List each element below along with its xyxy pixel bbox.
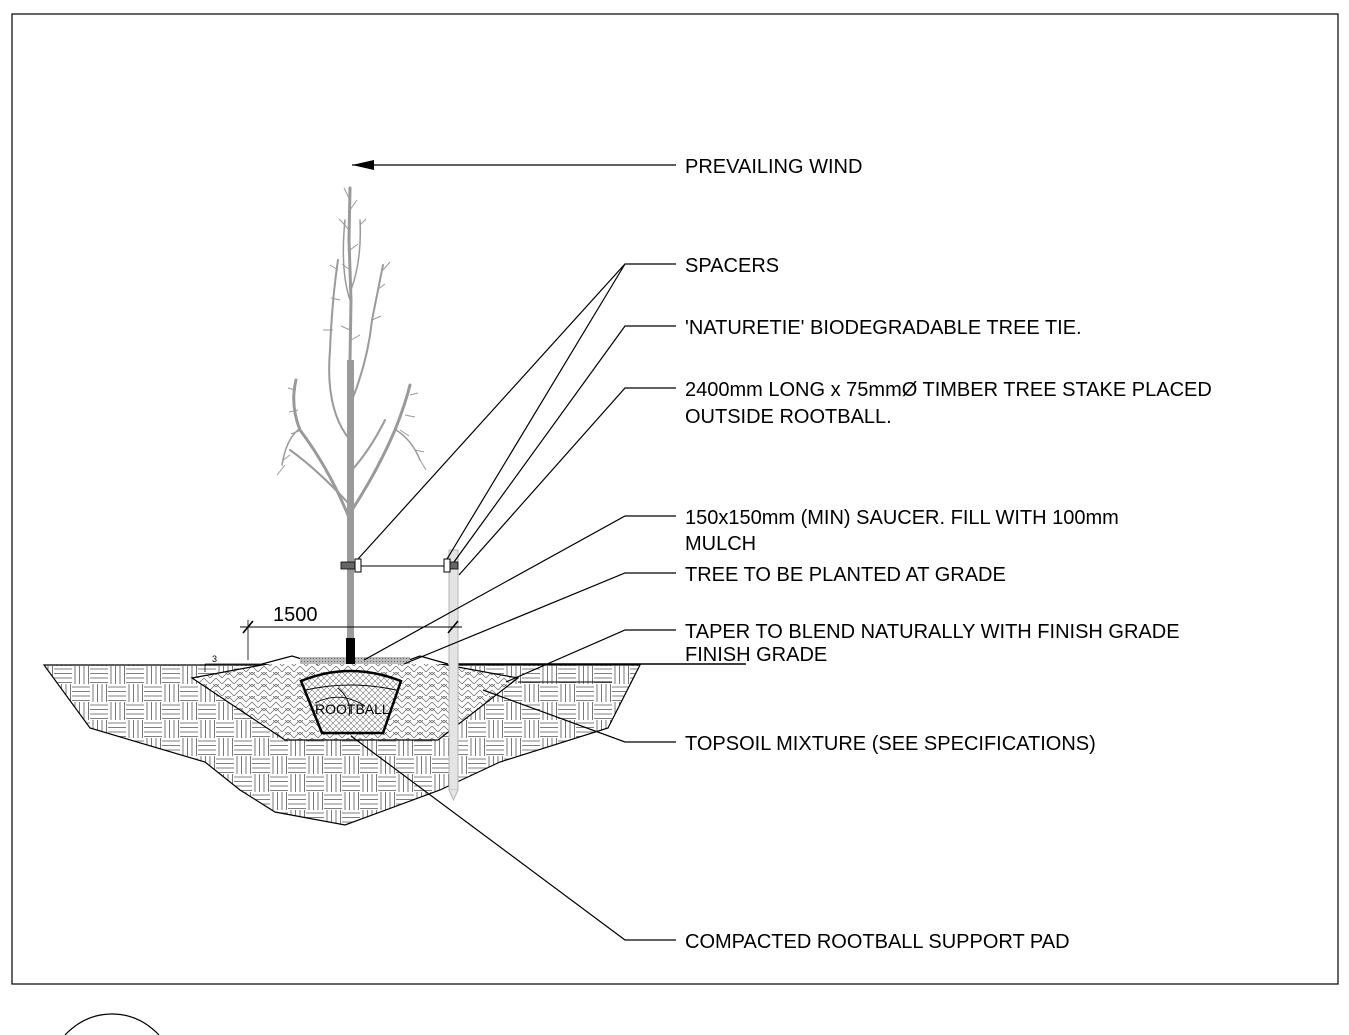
spacer-stake-tie: [449, 561, 459, 570]
branch-5: [328, 259, 351, 441]
detail-bubble: [64, 1013, 160, 1035]
leader-saucer: [363, 515, 676, 661]
stake-point: [448, 789, 459, 802]
trunk-base: [346, 638, 355, 664]
label-spacers: SPACERS: [685, 255, 779, 277]
label-stake-line2: OUTSIDE ROOTBALL.: [685, 406, 892, 428]
leader-branch: [347, 186, 353, 362]
drawing-frame: [11, 13, 1339, 985]
tree: [276, 186, 427, 664]
leader-topsoil: [482, 689, 676, 743]
label-stake-line1: 2400mm LONG x 75mmØ TIMBER TREE STAKE PL…: [685, 379, 1212, 401]
tree-trunk: [347, 360, 354, 640]
label-saucer-line2: MULCH: [685, 533, 756, 555]
leader-taper: [505, 629, 676, 683]
dimension-tick-right: [447, 620, 459, 634]
branch-4: [351, 419, 386, 471]
label-finish-grade: FINISH GRADE: [685, 644, 827, 666]
rootball-ties: [305, 684, 397, 717]
branch-8: [350, 219, 362, 291]
dimension-value: 1500: [273, 604, 318, 626]
spacer-trunk: [340, 561, 356, 570]
twigs: [276, 187, 427, 476]
leader-spacers: [357, 263, 676, 560]
branch-3: [350, 383, 412, 512]
label-taper: TAPER TO BLEND NATURALLY WITH FINISH GRA…: [685, 621, 1180, 643]
spacer-stake: [443, 558, 451, 573]
leader-tree-at-grade: [403, 572, 676, 665]
leader-naturetie: [453, 325, 676, 563]
spacer-trunk-block: [354, 558, 362, 573]
branch-10: [395, 429, 421, 461]
label-saucer-line1: 150x150mm (MIN) SAUCER. FILL WITH 100mm: [685, 507, 1119, 529]
branch-2: [289, 449, 351, 506]
branch-1: [292, 378, 352, 522]
rootball-label: ROOTBALL: [315, 701, 390, 717]
branch-6: [351, 264, 384, 401]
slope-ratio: 3: [212, 654, 217, 664]
label-naturetie: 'NATURETIE' BIODEGRADABLE TREE TIE.: [685, 317, 1082, 339]
timber-stake: [448, 549, 459, 791]
leader-stake: [458, 387, 676, 576]
label-tree-at-grade: TREE TO BE PLANTED AT GRADE: [685, 564, 1006, 586]
label-topsoil: TOPSOIL MIXTURE (SEE SPECIFICATIONS): [685, 733, 1096, 755]
leader-support-pad: [350, 735, 676, 941]
label-prevailing-wind: PREVAILING WIND: [685, 156, 862, 178]
existing-ground: [42, 664, 641, 826]
left-arrow-icon: [352, 160, 676, 170]
label-support-pad: COMPACTED ROOTBALL SUPPORT PAD: [685, 931, 1070, 953]
